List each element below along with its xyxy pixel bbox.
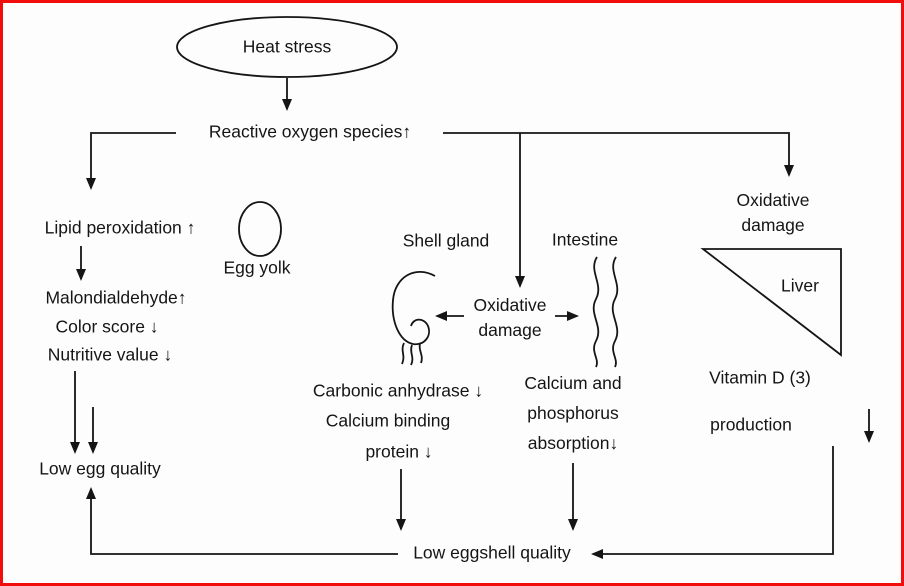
- node-protein: protein ↓: [365, 441, 433, 462]
- node-shell-gland: Shell gland: [402, 230, 490, 251]
- arrow-liver-branch-to-eggshell: [591, 446, 834, 559]
- intestine-drawing: [592, 256, 619, 368]
- arrow-eggshell-to-low-egg-quality: [86, 487, 398, 555]
- node-reactive-oxygen-species: Reactive oxygen species↑: [208, 121, 412, 142]
- node-nutritive-value: Nutritive value ↓: [47, 344, 173, 365]
- node-oxidative-damage-mid: Oxidative damage: [473, 295, 547, 340]
- heat-stress-ellipse: [176, 16, 398, 78]
- arrow-ros-to-liver-branch: [443, 132, 794, 177]
- node-oxidative-damage-right: Oxidative damage: [736, 190, 810, 235]
- node-production: production: [710, 414, 792, 435]
- node-low-egg-quality: Low egg quality: [39, 458, 161, 479]
- arrow-ros-to-lipid: [86, 132, 176, 190]
- shell-gland-drawing: [391, 271, 436, 366]
- egg-yolk-ellipse: [238, 201, 282, 257]
- liver-triangle: [700, 248, 842, 357]
- node-intestine: Intestine: [551, 229, 619, 250]
- node-carbonic-anhydrase: Carbonic anhydrase ↓: [312, 380, 484, 401]
- node-malondialdehyde: Malondialdehyde↑: [45, 287, 187, 308]
- node-liver: Liver: [781, 275, 819, 296]
- node-egg-yolk: Egg yolk: [223, 257, 291, 278]
- node-heat-stress: Heat stress: [242, 36, 332, 57]
- node-calcium-phosphorus-absorption: Calcium and phosphorus absorption↓: [524, 373, 622, 453]
- node-color-score: Color score ↓: [55, 316, 159, 337]
- diagram-canvas: [70, 16, 874, 559]
- node-low-eggshell-quality: Low eggshell quality: [413, 542, 571, 563]
- node-lipid-peroxidation: Lipid peroxidation ↑: [44, 217, 196, 238]
- node-vitamin-d3: Vitamin D (3): [709, 367, 811, 388]
- node-calcium-binding: Calcium binding: [325, 410, 451, 431]
